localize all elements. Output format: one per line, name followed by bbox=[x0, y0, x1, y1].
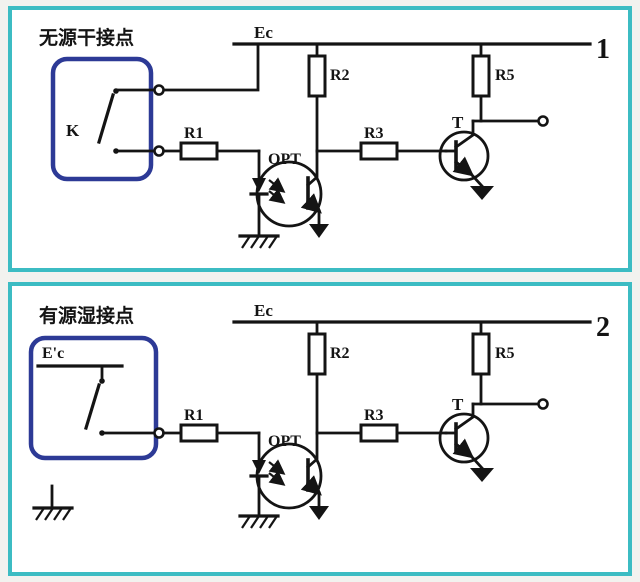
led-earth-ground bbox=[238, 514, 280, 529]
ground-hatch bbox=[62, 507, 72, 521]
resistor-r5: R5 bbox=[471, 42, 549, 127]
resistor-r5: R5 bbox=[471, 320, 549, 410]
panel-wet-contact: 有源湿接点 Ec 2 E'c bbox=[8, 282, 632, 576]
wire bbox=[469, 454, 484, 470]
output-terminal bbox=[537, 115, 549, 127]
resistor-body bbox=[307, 332, 327, 376]
panel-title: 有源湿接点 bbox=[39, 304, 134, 327]
transistor-outline bbox=[438, 412, 490, 464]
switch-contact-dot bbox=[113, 88, 119, 94]
signal-ground-icon bbox=[470, 468, 494, 482]
resistor-label: R5 bbox=[495, 345, 515, 362]
resistor-label: R1 bbox=[184, 407, 204, 424]
resistor-r1: R1 bbox=[162, 125, 261, 161]
resistor-label: R3 bbox=[364, 125, 384, 142]
led-triangle bbox=[252, 178, 266, 192]
transistor-emitter bbox=[452, 156, 475, 177]
resistor-body bbox=[307, 54, 327, 98]
led-triangle bbox=[252, 460, 266, 474]
light-arrow-icon bbox=[268, 470, 286, 486]
resistor-body bbox=[359, 141, 399, 161]
ground-hatch bbox=[53, 507, 63, 521]
resistor-body bbox=[471, 54, 491, 98]
ground-hatch bbox=[250, 235, 260, 249]
ground-hatch bbox=[44, 507, 54, 521]
resistor-r2: R2 bbox=[307, 320, 350, 435]
phototransistor-emitter bbox=[300, 475, 322, 496]
optocoupler-opt: OPT bbox=[249, 431, 329, 520]
switch-blade bbox=[97, 93, 115, 144]
rail-label-ec: Ec bbox=[254, 301, 273, 320]
ground-hatch bbox=[268, 515, 278, 529]
resistor-label: R1 bbox=[184, 125, 204, 142]
panel-title: 无源干接点 bbox=[39, 26, 134, 49]
transistor-emitter bbox=[452, 438, 475, 459]
led-earth-ground bbox=[238, 234, 280, 249]
resistor-body bbox=[359, 423, 399, 443]
phototransistor-emitter bbox=[300, 193, 322, 214]
ground-hatch bbox=[259, 235, 269, 249]
ground-hatch bbox=[259, 515, 269, 529]
resistor-label: R3 bbox=[364, 407, 384, 424]
ground-hatch bbox=[35, 507, 45, 521]
dry-contact-box: K bbox=[50, 56, 165, 182]
source-label: E'c bbox=[42, 345, 64, 362]
transistor-collector bbox=[454, 119, 475, 149]
ground-hatch bbox=[241, 515, 251, 529]
signal-ground-icon bbox=[309, 224, 329, 238]
resistor-label: R5 bbox=[495, 67, 515, 84]
phototransistor-collector bbox=[306, 431, 319, 469]
resistor-r3: R3 bbox=[315, 125, 448, 161]
power-rail-group: Ec 1 bbox=[162, 23, 610, 92]
switch-label: K bbox=[66, 121, 80, 140]
panel-dry-contact: 无源干接点 Ec 1 K R1 bbox=[8, 6, 632, 272]
source-earth-ground bbox=[32, 484, 74, 521]
wire bbox=[162, 42, 260, 92]
ground-hatch bbox=[250, 515, 260, 529]
switch-blade bbox=[84, 383, 101, 430]
terminal-circle bbox=[153, 84, 165, 96]
transistor-t: T bbox=[438, 113, 494, 200]
resistor-body bbox=[471, 332, 491, 376]
signal-ground-icon bbox=[470, 186, 494, 200]
dry-contact-schematic: 无源干接点 Ec 1 K R1 bbox=[39, 23, 610, 249]
light-arrow-icon bbox=[268, 177, 286, 193]
resistor-r3: R3 bbox=[315, 407, 448, 443]
rail-label-ec: Ec bbox=[254, 23, 273, 42]
signal-ground-icon bbox=[309, 506, 329, 520]
optocoupler-opt: OPT bbox=[249, 149, 329, 238]
transistor-collector bbox=[454, 402, 475, 431]
transistor-label: T bbox=[452, 113, 464, 132]
circuit-number: 2 bbox=[596, 312, 610, 343]
light-arrow-icon bbox=[268, 459, 286, 475]
ground-hatch bbox=[268, 235, 278, 249]
resistor-label: R2 bbox=[330, 345, 350, 362]
transistor-outline bbox=[438, 130, 490, 182]
resistor-r2: R2 bbox=[307, 42, 350, 153]
wet-contact-schematic: 有源湿接点 Ec 2 E'c bbox=[28, 301, 610, 529]
power-rail-group: Ec 2 bbox=[232, 301, 610, 343]
ground-hatch bbox=[241, 235, 251, 249]
circuit-number: 1 bbox=[596, 34, 610, 65]
transistor-label: T bbox=[452, 395, 464, 414]
resistor-r1: R1 bbox=[162, 407, 261, 443]
resistor-body bbox=[179, 141, 219, 161]
light-arrow-icon bbox=[268, 188, 286, 204]
wire bbox=[469, 172, 484, 188]
output-terminal bbox=[537, 398, 549, 410]
contact-box-outline bbox=[28, 335, 159, 461]
wet-contact-box: E'c bbox=[28, 335, 165, 461]
resistor-label: R2 bbox=[330, 67, 350, 84]
transistor-t: T bbox=[438, 395, 494, 482]
contact-box-outline bbox=[50, 56, 154, 182]
switch-contact-dot bbox=[99, 378, 105, 384]
resistor-body bbox=[179, 423, 219, 443]
phototransistor-collector bbox=[306, 149, 319, 187]
